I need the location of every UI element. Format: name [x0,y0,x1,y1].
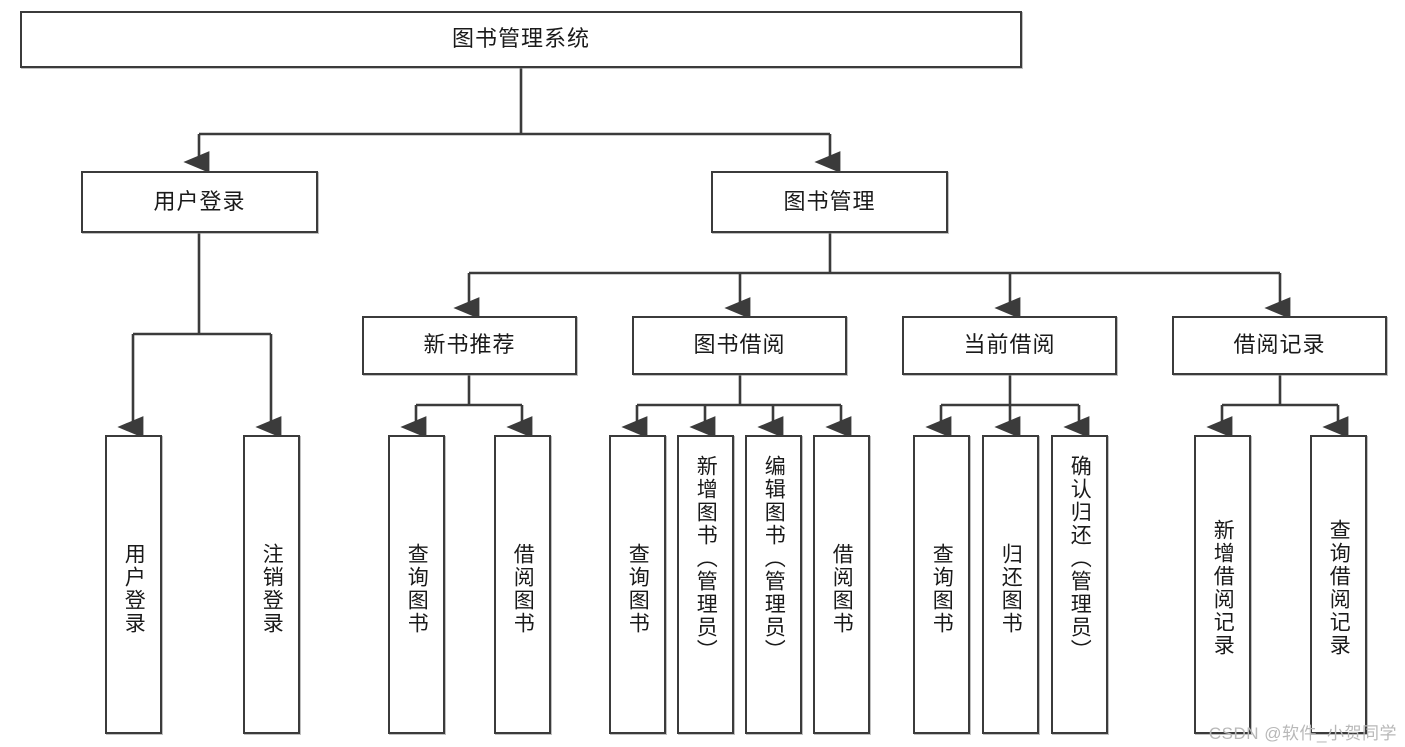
node-leaf-query-book-current-label: 查询图书 [930,543,954,635]
node-leaf-query-book-current[interactable]: 查询图书 [913,435,970,734]
node-leaf-query-book-borrow-label: 查询图书 [626,543,650,635]
node-borrow-record[interactable]: 借阅记录 [1172,316,1387,375]
node-leaf-add-record-label: 新增借阅记录 [1211,519,1235,657]
node-borrow-record-label: 借阅记录 [1233,332,1326,358]
node-leaf-edit-book-label: 编辑图书（管理员） [762,455,786,662]
node-new-book-recommend-label: 新书推荐 [423,332,516,358]
node-book-manage[interactable]: 图书管理 [711,171,948,233]
node-leaf-return-book[interactable]: 归还图书 [982,435,1039,734]
node-leaf-logout-login[interactable]: 注销登录 [243,435,300,734]
node-book-manage-label: 图书管理 [783,188,876,214]
node-book-borrow-label: 图书借阅 [693,332,786,358]
node-leaf-query-book-rec-label: 查询图书 [405,543,429,635]
node-leaf-user-login-label: 用户登录 [122,543,146,635]
node-leaf-logout-login-label: 注销登录 [260,543,284,635]
node-new-book-recommend[interactable]: 新书推荐 [362,316,577,375]
node-book-borrow[interactable]: 图书借阅 [632,316,847,375]
node-leaf-add-book-label: 新增图书（管理员） [694,455,718,662]
node-current-borrow[interactable]: 当前借阅 [902,316,1117,375]
node-leaf-borrow-book-rec-label: 借阅图书 [511,543,535,635]
node-user-login[interactable]: 用户登录 [81,171,318,233]
node-leaf-borrow-book[interactable]: 借阅图书 [813,435,870,734]
node-leaf-add-record[interactable]: 新增借阅记录 [1194,435,1251,734]
node-user-login-label: 用户登录 [153,188,246,214]
node-leaf-query-record[interactable]: 查询借阅记录 [1310,435,1367,734]
node-leaf-return-book-label: 归还图书 [999,543,1023,635]
node-leaf-edit-book[interactable]: 编辑图书（管理员） [745,435,802,734]
node-leaf-query-book-rec[interactable]: 查询图书 [388,435,445,734]
node-leaf-confirm-return-label: 确认归还（管理员） [1068,455,1092,662]
node-leaf-add-book[interactable]: 新增图书（管理员） [677,435,734,734]
node-leaf-query-record-label: 查询借阅记录 [1327,519,1351,657]
node-leaf-borrow-book-label: 借阅图书 [830,543,854,635]
watermark-text: CSDN @软件_小贺同学 [1208,724,1397,743]
node-current-borrow-label: 当前借阅 [963,332,1056,358]
node-leaf-borrow-book-rec[interactable]: 借阅图书 [494,435,551,734]
node-leaf-user-login[interactable]: 用户登录 [105,435,162,734]
node-root-label: 图书管理系统 [451,26,590,52]
node-leaf-confirm-return[interactable]: 确认归还（管理员） [1051,435,1108,734]
node-leaf-query-book-borrow[interactable]: 查询图书 [609,435,666,734]
node-root[interactable]: 图书管理系统 [20,11,1022,68]
